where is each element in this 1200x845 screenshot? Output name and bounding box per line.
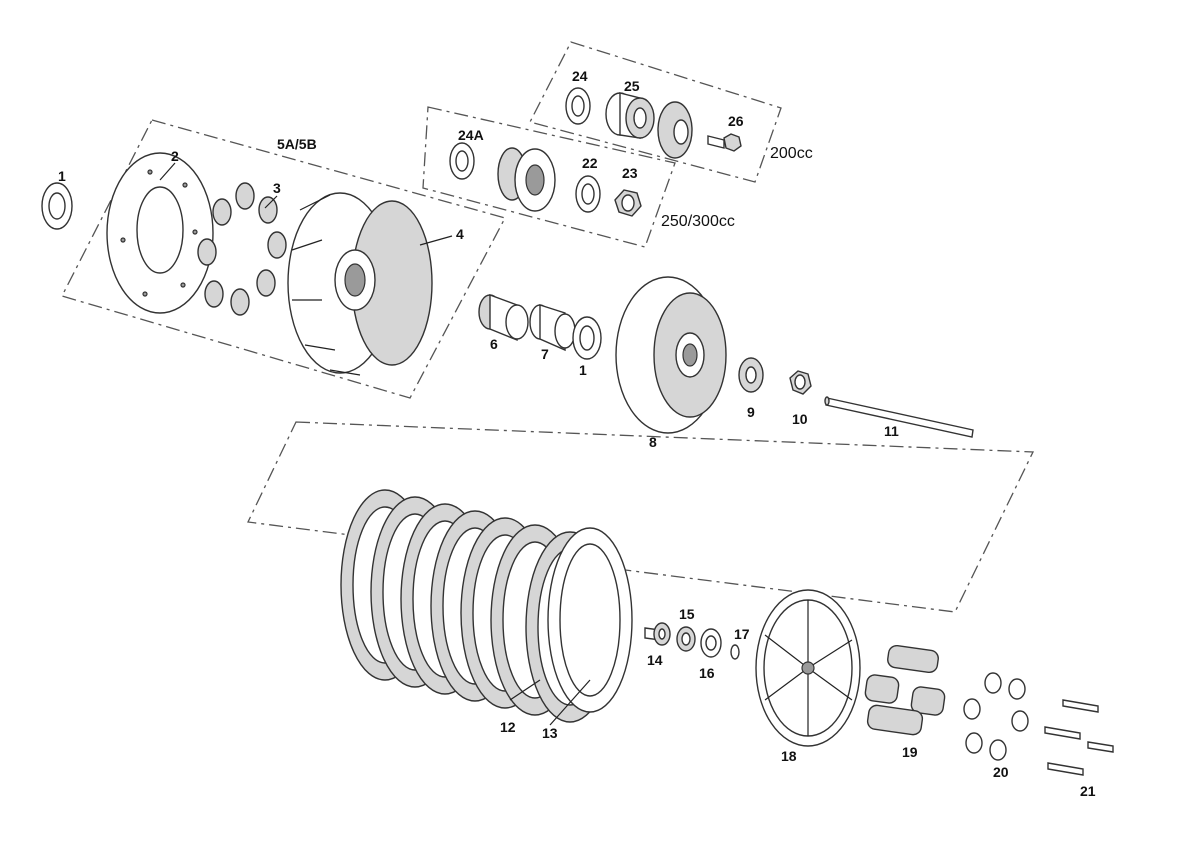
callout-22: 22 [582,155,598,171]
callout-13: 13 [542,725,558,741]
part-22-washer [575,175,601,213]
callout-19: 19 [902,744,918,760]
part-10-hub-nut [789,370,812,395]
callout-15: 15 [679,606,695,622]
callout-9: 9 [747,404,755,420]
part-24a-washer [449,142,475,180]
part-250cc-primary-gear [497,147,556,212]
part-3-damper-rubbers [197,182,287,316]
group-outline-200cc [529,41,782,183]
callout-24: 24 [572,68,588,84]
callout-23: 23 [622,165,638,181]
part-23-nut [614,189,642,217]
label-250-300cc: 250/300cc [661,213,735,230]
callout-16: 16 [699,665,715,681]
part-16-washer [700,628,722,658]
group-outline-plates [247,421,1035,613]
part-12-13-clutch-plate-stack [340,489,633,723]
part-2-damper-plate [106,152,214,314]
callout-3: 3 [273,180,281,196]
part-11-push-rod [824,396,974,438]
callout-1b: 1 [579,362,587,378]
part-4-clutch-basket [287,192,433,376]
callout-18: 18 [781,748,797,764]
part-24-washer [565,87,591,125]
part-17-circlip [730,644,740,660]
callout-14: 14 [647,652,663,668]
callout-24a: 24A [458,127,484,143]
callout-25: 25 [624,78,640,94]
callout-7: 7 [541,346,549,362]
group-outline-basket [61,119,506,399]
part-14-bearing-bolt [644,622,671,646]
callout-21: 21 [1080,783,1096,799]
part-1-thrust-washer [41,182,73,230]
leader-lines [159,162,591,726]
label-basket-variant: 5A/5B [277,136,317,152]
part-20-spring-cups [963,672,1029,761]
callout-20: 20 [993,764,1009,780]
part-26-bolt [707,133,742,152]
part-21-spring-bolts [1044,699,1114,776]
callout-4: 4 [456,226,464,242]
callout-10: 10 [792,411,808,427]
part-1-thrust-washer-2 [572,316,602,360]
part-15-washer [676,626,696,652]
part-6-bushing [478,293,529,342]
part-25-bearing [605,92,655,139]
callout-1: 1 [58,168,66,184]
part-19-clutch-springs [864,644,946,736]
callout-2: 2 [171,148,179,164]
group-outline-250-300cc [422,106,676,248]
callout-26: 26 [728,113,744,129]
part-200cc-primary-gear [657,101,693,159]
callout-12: 12 [500,719,516,735]
callout-11: 11 [884,423,899,439]
part-18-pressure-plate [755,589,861,747]
callout-17: 17 [734,626,750,642]
part-7-sleeve [529,304,576,352]
part-8-inner-hub [615,276,727,434]
callout-6: 6 [490,336,498,352]
callout-8: 8 [649,434,657,450]
part-9-lock-washer [738,357,764,393]
label-200cc: 200cc [770,145,813,162]
